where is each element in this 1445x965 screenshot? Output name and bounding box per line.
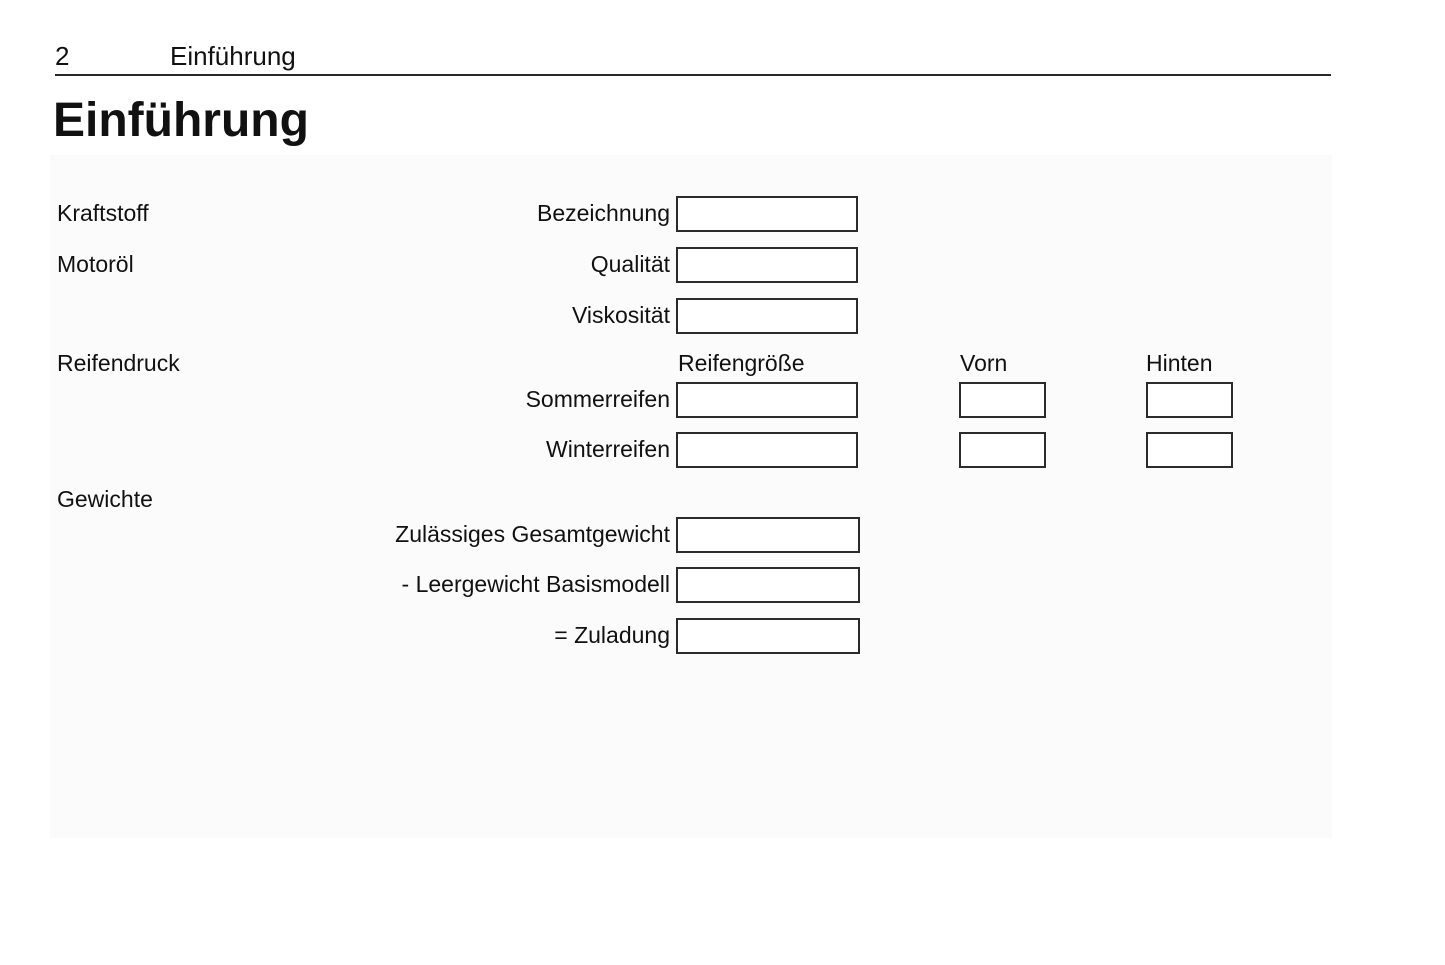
zuladung-input[interactable] xyxy=(676,618,860,654)
field-label-gesamtgewicht: Zulässiges Gesamtgewicht xyxy=(395,521,670,547)
column-header-vorn: Vorn xyxy=(960,350,1008,376)
section-label-reifendruck: Reifendruck xyxy=(57,350,180,376)
viskositaet-input[interactable] xyxy=(676,298,858,334)
section-label-gewichte: Gewichte xyxy=(57,486,153,512)
row-label-sommerreifen: Sommerreifen xyxy=(525,386,670,412)
sommerreifen-vorn-input[interactable] xyxy=(959,382,1046,418)
field-label-viskositaet: Viskosität xyxy=(571,302,670,328)
page-number: 2 xyxy=(55,41,70,71)
leergewicht-input[interactable] xyxy=(676,567,860,603)
column-header-reifengroesse: Reifengröße xyxy=(678,350,805,376)
winterreifen-hinten-input[interactable] xyxy=(1146,432,1233,468)
sommerreifen-groesse-input[interactable] xyxy=(676,382,858,418)
bezeichnung-input[interactable] xyxy=(676,196,858,232)
qualitaet-input[interactable] xyxy=(676,247,858,283)
row-label-winterreifen: Winterreifen xyxy=(546,436,670,462)
column-header-hinten: Hinten xyxy=(1146,350,1213,376)
gesamtgewicht-input[interactable] xyxy=(676,517,860,553)
sommerreifen-hinten-input[interactable] xyxy=(1146,382,1233,418)
section-label-kraftstoff: Kraftstoff xyxy=(57,200,149,226)
winterreifen-groesse-input[interactable] xyxy=(676,432,858,468)
field-label-zuladung: = Zuladung xyxy=(554,622,670,648)
header-chapter-title: Einführung xyxy=(170,41,296,71)
winterreifen-vorn-input[interactable] xyxy=(959,432,1046,468)
field-label-qualitaet: Qualität xyxy=(590,251,670,277)
field-label-leergewicht: - Leergewicht Basismodell xyxy=(401,571,670,597)
header-rule xyxy=(55,74,1331,76)
field-label-bezeichnung: Bezeichnung xyxy=(537,200,670,226)
page-title: Einführung xyxy=(53,94,309,147)
section-label-motoroel: Motoröl xyxy=(57,251,134,277)
